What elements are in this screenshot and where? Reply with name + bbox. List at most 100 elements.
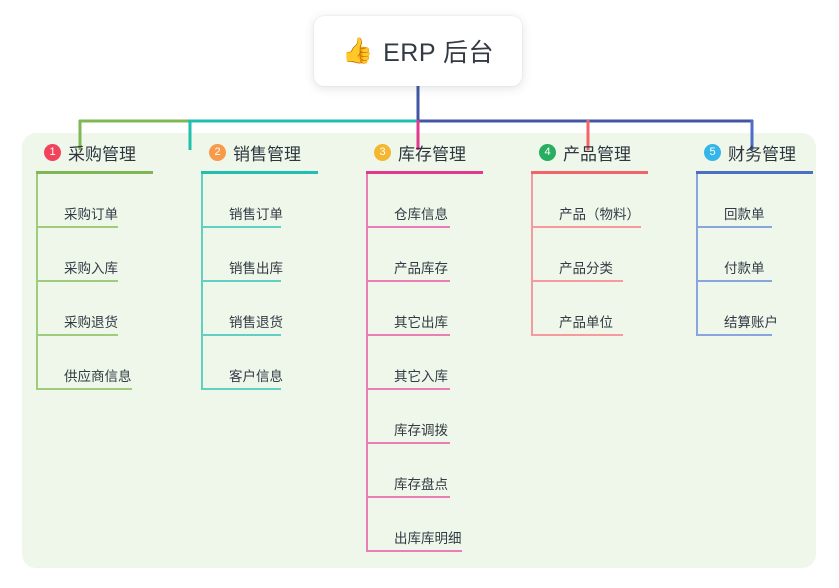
leaf-item-label: 结算账户 — [724, 315, 778, 330]
leaf-item-underline — [696, 226, 772, 228]
branch-title: 采购管理 — [68, 144, 136, 164]
branch-column: 4 产品管理产品（物料） 产品分类产品单位 — [517, 133, 682, 568]
branch-column: 5 财务管理回款单付款单结算账户 — [682, 133, 816, 568]
branch-column: 3 库存管理仓库信息产品库存其它出库其它入库库存调拨库存盘点出库库明细 — [352, 133, 517, 568]
branch-leaf-list: 销售订单销售出库销售退货客户信息 — [201, 174, 352, 390]
leaf-item[interactable]: 产品单位 — [531, 282, 682, 336]
leaf-item[interactable]: 销售订单 — [201, 174, 352, 228]
leaf-item-label: 销售退货 — [229, 315, 283, 330]
branch-header[interactable]: 5 财务管理 — [682, 133, 816, 171]
leaf-item-underline — [366, 280, 450, 282]
leaf-item[interactable]: 采购订单 — [36, 174, 187, 228]
leaf-item[interactable]: 销售出库 — [201, 228, 352, 282]
leaf-item-underline — [366, 226, 450, 228]
leaf-item-underline — [366, 334, 450, 336]
leaf-item[interactable]: 库存调拨 — [366, 390, 517, 444]
leaf-item-underline — [531, 334, 623, 336]
leaf-item-underline — [696, 280, 772, 282]
leaf-item[interactable]: 产品库存 — [366, 228, 517, 282]
branch-number-badge: 2 — [209, 143, 226, 161]
leaf-item[interactable]: 库存盘点 — [366, 444, 517, 498]
branch-header[interactable]: 4 产品管理 — [517, 133, 682, 171]
leaf-item-label: 其它入库 — [394, 369, 448, 384]
leaf-item-underline — [201, 226, 281, 228]
branch-underline — [36, 171, 153, 174]
branch-column: 2 销售管理销售订单销售出库销售退货客户信息 — [187, 133, 352, 568]
leaf-item-underline — [366, 496, 450, 498]
root-node-title: ERP 后台 — [383, 39, 495, 67]
branch-leaf-list: 采购订单采购入库采购退货供应商信息 — [36, 174, 187, 390]
leaf-item-label: 出库库明细 — [394, 531, 462, 546]
branch-column: 1 采购管理采购订单采购入库采购退货供应商信息 — [22, 133, 187, 568]
leaf-item-label: 供应商信息 — [64, 369, 132, 384]
leaf-item-label: 采购订单 — [64, 207, 118, 222]
branch-number-badge: 5 — [704, 143, 721, 161]
leaf-item-label: 回款单 — [724, 207, 765, 222]
leaf-item[interactable]: 供应商信息 — [36, 336, 187, 390]
leaf-item-label: 付款单 — [724, 261, 765, 276]
branch-header[interactable]: 2 销售管理 — [187, 133, 352, 171]
branch-leaf-list: 回款单付款单结算账户 — [696, 174, 816, 336]
leaf-item-label: 产品单位 — [559, 315, 613, 330]
leaf-item[interactable]: 采购退货 — [36, 282, 187, 336]
branch-leaf-list: 仓库信息产品库存其它出库其它入库库存调拨库存盘点出库库明细 — [366, 174, 517, 552]
leaf-item-label: 仓库信息 — [394, 207, 448, 222]
leaf-item[interactable]: 结算账户 — [696, 282, 816, 336]
root-node-erp-backend[interactable]: 👍 ERP 后台 — [314, 16, 522, 86]
leaf-item[interactable]: 付款单 — [696, 228, 816, 282]
branch-header[interactable]: 1 采购管理 — [22, 133, 187, 171]
leaf-item[interactable]: 仓库信息 — [366, 174, 517, 228]
leaf-item-label: 销售订单 — [229, 207, 283, 222]
leaf-item-underline — [531, 280, 623, 282]
leaf-item-underline — [36, 388, 132, 390]
branch-underline — [366, 171, 483, 174]
leaf-item[interactable]: 其它入库 — [366, 336, 517, 390]
branch-header[interactable]: 3 库存管理 — [352, 133, 517, 171]
leaf-item-label: 采购入库 — [64, 261, 118, 276]
leaf-item-label: 采购退货 — [64, 315, 118, 330]
leaf-item-underline — [36, 226, 118, 228]
leaf-item[interactable]: 销售退货 — [201, 282, 352, 336]
branch-spine-line — [36, 174, 38, 390]
branch-leaf-list: 产品（物料） 产品分类产品单位 — [531, 174, 682, 336]
branch-spine-line — [366, 174, 368, 552]
branch-columns: 1 采购管理采购订单采购入库采购退货供应商信息 2 销售管理销售订单销售出库销售退货客… — [22, 133, 816, 568]
branch-title: 产品管理 — [563, 144, 631, 164]
leaf-item-label: 库存调拨 — [394, 423, 448, 438]
branch-number-badge: 3 — [374, 143, 391, 161]
leaf-item-underline — [36, 334, 118, 336]
leaf-item-label: 产品（物料） — [559, 207, 640, 222]
branch-number-badge: 1 — [44, 143, 61, 161]
leaf-item-underline — [366, 442, 450, 444]
branch-spine-line — [531, 174, 533, 336]
leaf-item[interactable]: 产品分类 — [531, 228, 682, 282]
leaf-item-label: 其它出库 — [394, 315, 448, 330]
leaf-item[interactable]: 其它出库 — [366, 282, 517, 336]
branch-title: 销售管理 — [233, 144, 301, 164]
leaf-item-underline — [201, 334, 281, 336]
content-panel — [22, 133, 816, 568]
leaf-item[interactable]: 产品（物料） — [531, 174, 682, 228]
leaf-item-underline — [696, 334, 772, 336]
branch-underline — [531, 171, 648, 174]
thumbs-up-icon: 👍 — [341, 36, 374, 65]
leaf-item-underline — [366, 550, 462, 552]
leaf-item-label: 客户信息 — [229, 369, 283, 384]
leaf-item[interactable]: 出库库明细 — [366, 498, 517, 552]
leaf-item[interactable]: 客户信息 — [201, 336, 352, 390]
branch-title: 库存管理 — [398, 144, 466, 164]
leaf-item-underline — [366, 388, 450, 390]
leaf-item[interactable]: 回款单 — [696, 174, 816, 228]
branch-underline — [201, 171, 318, 174]
leaf-item-label: 产品分类 — [559, 261, 613, 276]
leaf-item-label: 销售出库 — [229, 261, 283, 276]
branch-underline — [696, 171, 813, 174]
branch-spine-line — [696, 174, 698, 336]
branch-spine-line — [201, 174, 203, 390]
branch-title: 财务管理 — [728, 144, 796, 164]
leaf-item[interactable]: 采购入库 — [36, 228, 187, 282]
leaf-item-underline — [531, 226, 641, 228]
branch-number-badge: 4 — [539, 143, 556, 161]
leaf-item-underline — [201, 280, 281, 282]
